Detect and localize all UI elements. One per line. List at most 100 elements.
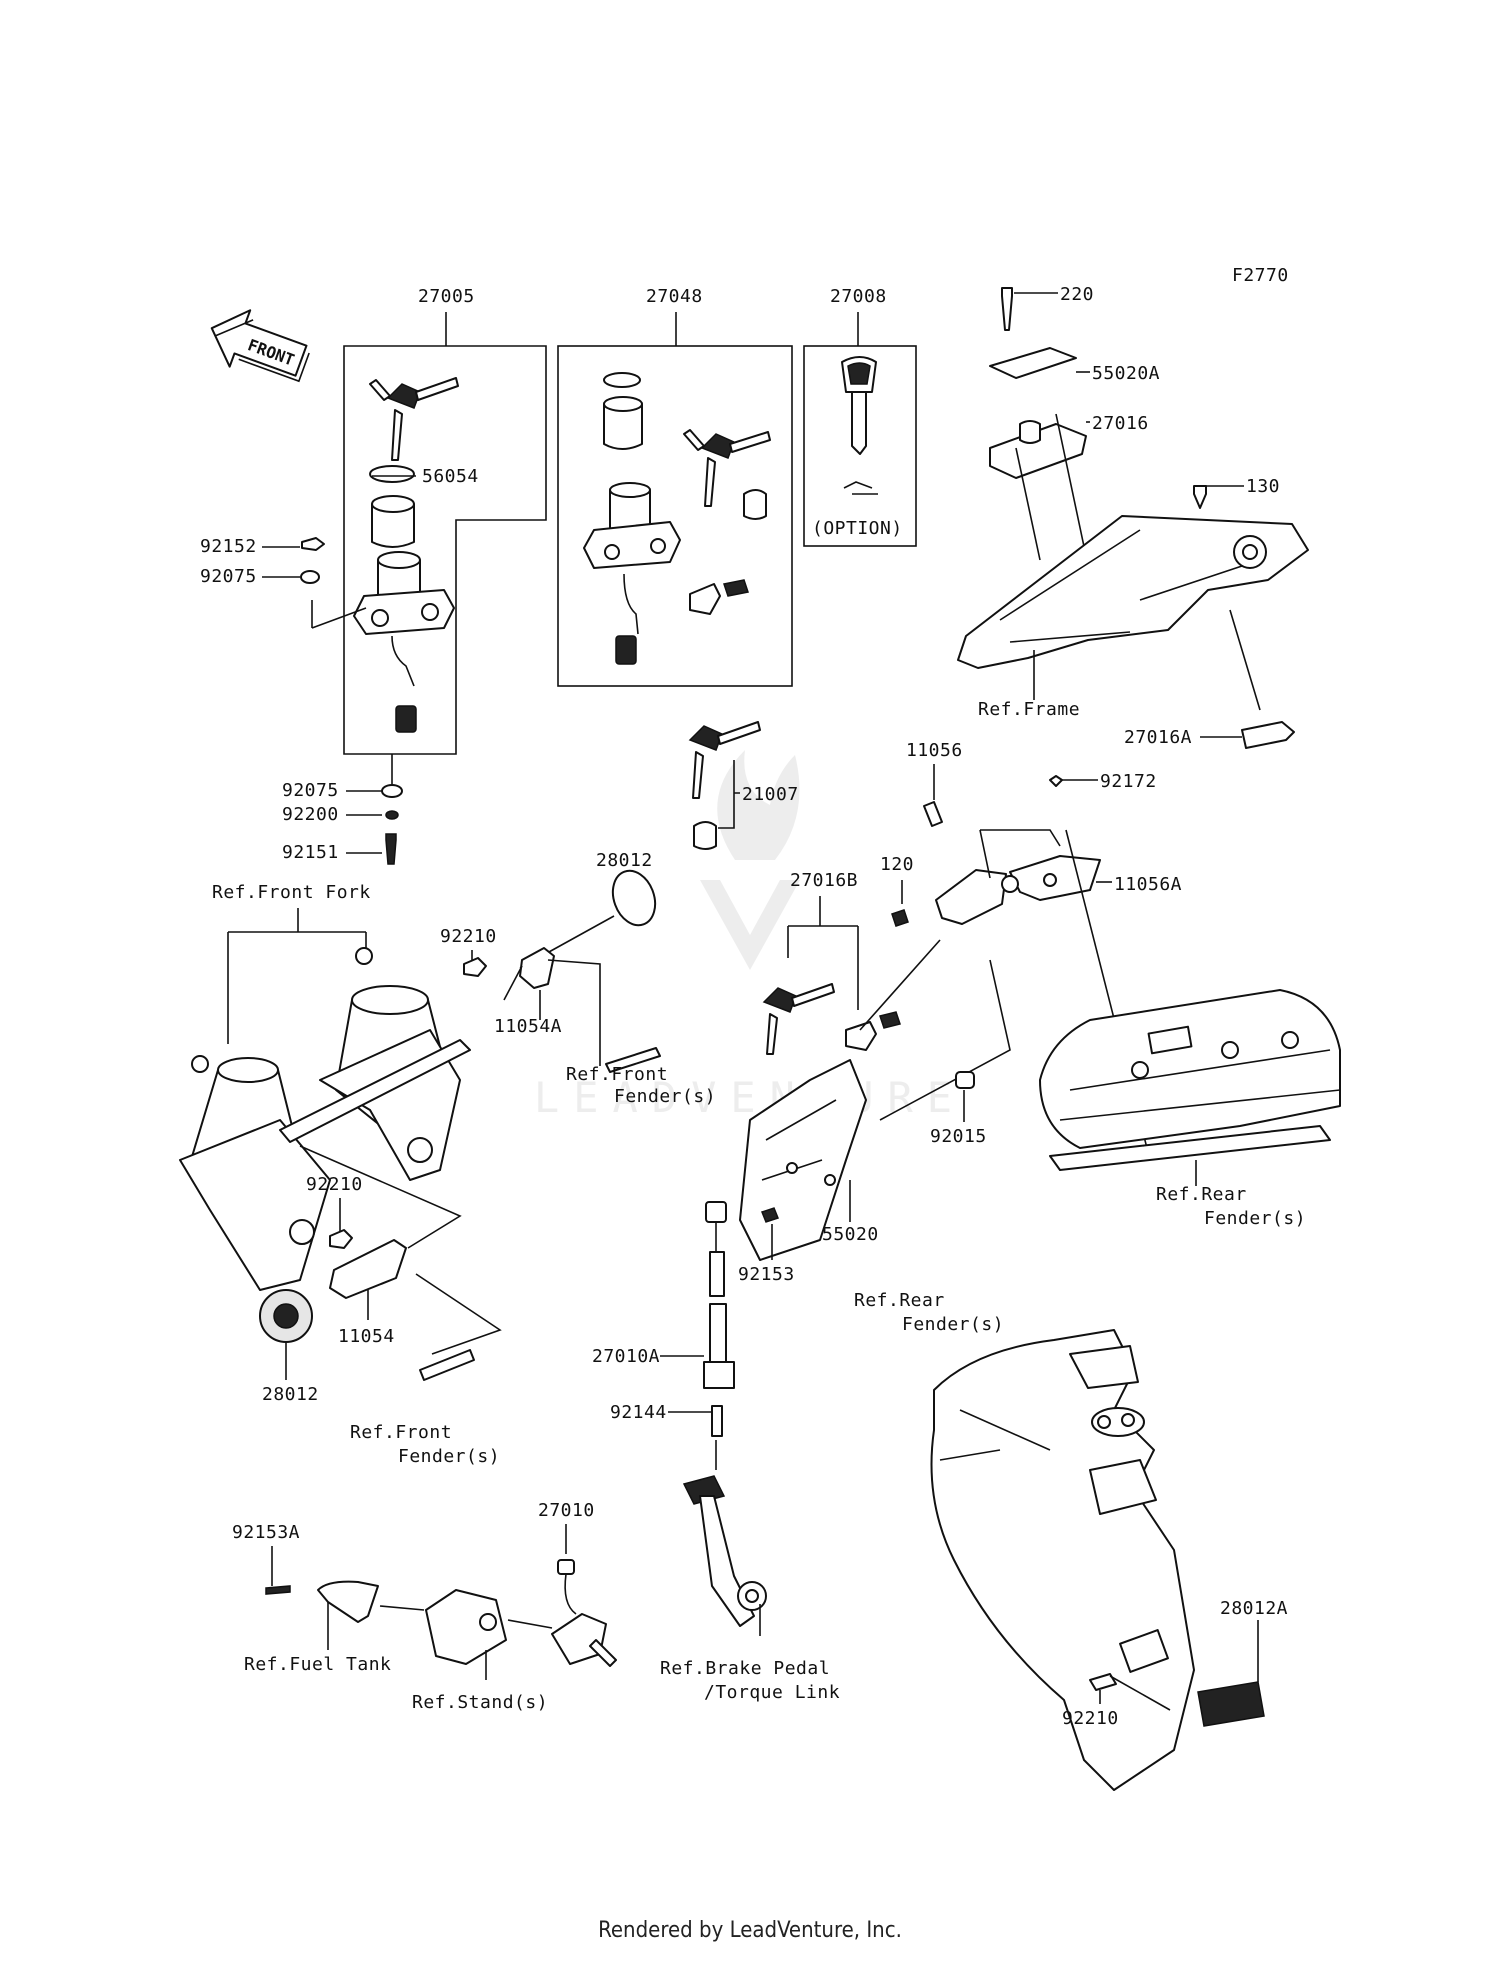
label-120: 120	[880, 854, 914, 875]
kit-27005: 27005 56054	[311, 286, 547, 755]
label-92075-a: 92075	[200, 566, 257, 587]
cover-55020: 92153 55020 92015	[738, 959, 1011, 1285]
bracket-fuel-tank-icon	[317, 1580, 379, 1623]
label-27048: 27048	[646, 286, 703, 307]
label-27016A: 27016A	[1124, 727, 1192, 748]
label-ref-front-fender-b1[interactable]: Ref.Front	[350, 1422, 452, 1443]
key-21007: 21007	[688, 721, 799, 850]
label-92144: 92144	[610, 1402, 667, 1423]
label-ref-fuel-tank[interactable]: Ref.Fuel Tank	[244, 1654, 391, 1675]
bolt-130-icon	[1193, 485, 1207, 509]
label-55020A: 55020A	[1092, 363, 1160, 384]
bracket-11054A: 92210 11054A Ref.Front Fender(s)	[440, 926, 716, 1107]
screw-92151-icon	[385, 833, 397, 865]
switch-27010-icon	[557, 1559, 575, 1575]
label-27005: 27005	[418, 286, 475, 307]
label-11054: 11054	[338, 1326, 395, 1347]
label-27010: 27010	[538, 1500, 595, 1521]
label-ref-frame[interactable]: Ref.Frame	[978, 699, 1080, 720]
bracket-27016A-icon	[1241, 721, 1295, 749]
label-ref-front-fender-b2[interactable]: Fender(s)	[398, 1446, 500, 1467]
label-92200: 92200	[282, 804, 339, 825]
label-11054A: 11054A	[494, 1016, 562, 1037]
label-27016: 27016	[1092, 413, 1149, 434]
label-92075-b: 92075	[282, 780, 339, 801]
rear-fender-upper: Ref.Rear Fender(s)	[1039, 989, 1341, 1229]
kit-27016B: 27016B	[762, 870, 901, 1055]
label-ref-brake-2[interactable]: /Torque Link	[704, 1682, 840, 1703]
spring-92144-icon	[711, 1405, 723, 1437]
washer-92200-icon	[385, 810, 399, 820]
label-92151: 92151	[282, 842, 339, 863]
label-92172: 92172	[1100, 771, 1157, 792]
label-28012-a: 28012	[596, 850, 653, 871]
label-92152: 92152	[200, 536, 257, 557]
reflector-28012A-icon	[1197, 1681, 1265, 1727]
watermark: LEADVENTURE	[534, 750, 966, 1122]
switch-27010A: 27010A 92144	[592, 1201, 735, 1470]
label-ref-front-fork[interactable]: Ref.Front Fork	[212, 882, 371, 903]
washer-56054-icon	[369, 465, 415, 483]
frame-assembly: 220 55020A 27016 130 27016A Ref.Frame	[957, 284, 1309, 749]
key-icon	[683, 429, 771, 507]
label-92015: 92015	[930, 1126, 987, 1147]
label-11056: 11056	[906, 740, 963, 761]
front-arrow-icon: FRONT	[210, 309, 310, 383]
watermark-text: LEADVENTURE	[534, 1073, 966, 1122]
label-ref-rear-fender-b1[interactable]: Ref.Rear	[854, 1290, 945, 1311]
label-ref-brake-1[interactable]: Ref.Brake Pedal	[660, 1658, 830, 1679]
plug-11056-icon	[923, 801, 943, 827]
nut-92210c-icon	[1089, 1673, 1117, 1691]
brake-pedal: Ref.Brake Pedal /Torque Link	[660, 1475, 840, 1703]
washer-92075b-icon	[381, 784, 403, 798]
stand-switch-group: 92153A Ref.Fuel Tank Ref.Stand(s) 27010	[232, 1500, 617, 1713]
nut-92152-icon	[301, 537, 325, 551]
label-27010A: 27010A	[592, 1346, 660, 1367]
disc-28012-icon	[611, 869, 657, 927]
label-28012A: 28012A	[1220, 1598, 1288, 1619]
ignition-switch-icon	[353, 551, 455, 733]
label-21007: 21007	[742, 784, 799, 805]
label-11056A: 11056A	[1114, 874, 1182, 895]
kit-27048: 27048	[557, 286, 793, 687]
bolt-220-icon	[1001, 287, 1013, 331]
bolt-front-fender-icon	[605, 1047, 661, 1073]
stand-bracket-icon	[425, 1589, 507, 1665]
key-27008: 27008 (OPTION)	[803, 286, 917, 547]
bracket-55020A-icon	[989, 347, 1077, 379]
label-28012-b: 28012	[262, 1384, 319, 1405]
bracket-11054-icon	[329, 1239, 407, 1299]
nut-92210-icon	[463, 957, 487, 977]
figure-code: F2770	[1232, 265, 1289, 286]
label-130: 130	[1246, 476, 1280, 497]
mount-27016-icon	[989, 423, 1087, 479]
screw-92153A-icon	[265, 1585, 291, 1595]
washer-92075-icon	[300, 570, 320, 584]
label-92153: 92153	[738, 1264, 795, 1285]
label-ref-stands[interactable]: Ref.Stand(s)	[412, 1692, 548, 1713]
footer-credit: Rendered by LeadVenture, Inc.	[598, 1918, 902, 1943]
option-label: (OPTION)	[812, 518, 903, 539]
label-ref-rear-fender-a1[interactable]: Ref.Rear	[1156, 1184, 1247, 1205]
rear-fender-lower: Ref.Rear Fender(s) 92210 28012A	[854, 1290, 1288, 1791]
label-92210-b: 92210	[306, 1174, 363, 1195]
label-92210-c: 92210	[1062, 1708, 1119, 1729]
label-92210-a: 92210	[440, 926, 497, 947]
label-ref-rear-fender-b2[interactable]: Fender(s)	[902, 1314, 1004, 1335]
key-icon	[369, 377, 459, 461]
screw-92172-icon	[1049, 775, 1063, 787]
bolt-front-fender-b-icon	[419, 1349, 475, 1381]
label-92153A: 92153A	[232, 1522, 300, 1543]
bracket-11056A: 11056 92172 120 11056A	[859, 740, 1182, 1161]
screw-92153-icon	[761, 1207, 779, 1223]
label-ref-front-fender-a2[interactable]: Fender(s)	[614, 1086, 716, 1107]
label-ref-rear-fender-a2[interactable]: Fender(s)	[1204, 1208, 1306, 1229]
collar-92015-icon	[955, 1071, 975, 1089]
label-ref-front-fender-a1[interactable]: Ref.Front	[566, 1064, 668, 1085]
label-27016B: 27016B	[790, 870, 858, 891]
bolt-120-icon	[891, 909, 909, 927]
label-220: 220	[1060, 284, 1094, 305]
front-fork-assembly: Ref.Front Fork	[179, 882, 471, 1291]
label-27008: 27008	[830, 286, 887, 307]
